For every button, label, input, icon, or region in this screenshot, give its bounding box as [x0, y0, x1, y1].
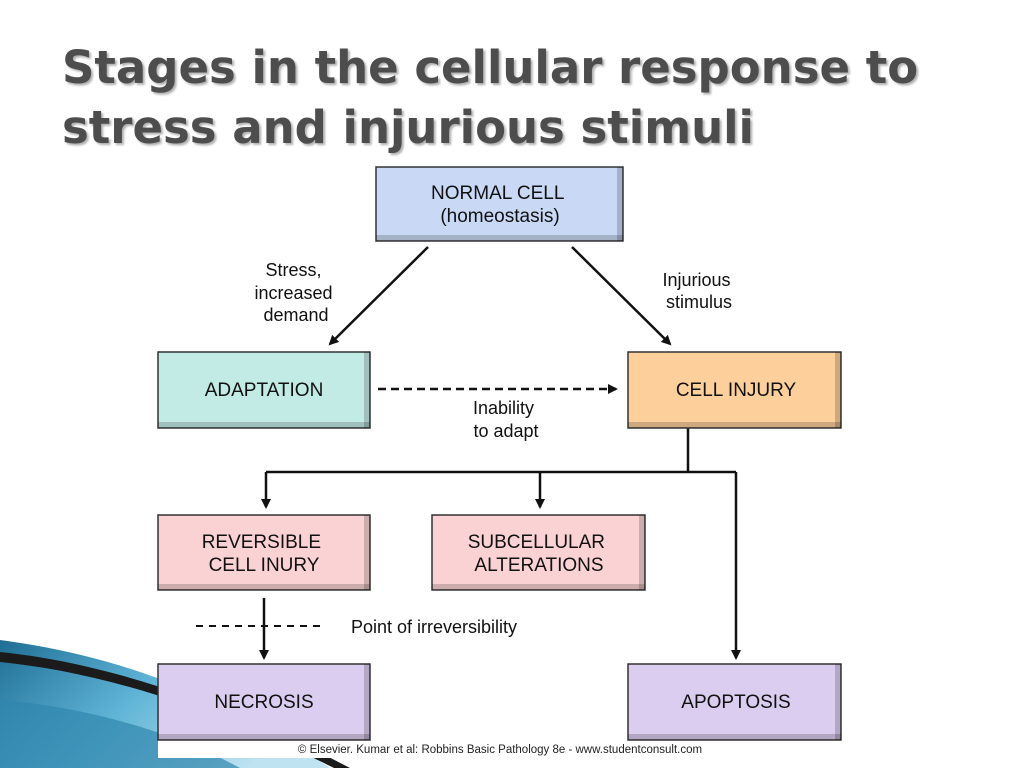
node-necrosis-label: NECROSIS [214, 692, 313, 713]
svg-text:REVERSIBLE CELL INURY: REVERSIBLE CELL INURY [202, 532, 327, 576]
node-reversible-line-1: REVERSIBLE [202, 532, 321, 553]
node-adaptation-box [157, 351, 371, 429]
node-normal-cell-box [375, 166, 624, 242]
figure-background [158, 160, 842, 758]
node-reversible-line-2: CELL INURY [209, 555, 320, 576]
arrow-normal-to-adaptation [328, 246, 429, 346]
node-apoptosis-label: APOPTOSIS [681, 692, 790, 713]
node-apoptosis: APOPTOSIS [627, 663, 842, 741]
node-necrosis: NECROSIS [157, 663, 371, 741]
node-cell-injury: CELL INJURY [627, 351, 842, 429]
node-subcellular-alterations: SUBCELLULAR ALTERATIONS [431, 514, 646, 591]
node-necrosis-box [157, 663, 371, 741]
slide-title: Stages in the cellular response to stres… [62, 38, 962, 158]
node-adaptation-label: ADAPTATION [205, 380, 324, 401]
node-subcellular-box [431, 514, 646, 591]
node-normal-cell: NORMAL CELL (homeostasis) [375, 166, 624, 242]
connector-cell-injury-branch [266, 428, 736, 474]
label-point-of-irreversibility: Point of irreversibility [351, 617, 517, 637]
node-subcellular-line-2: ALTERATIONS [474, 555, 603, 576]
node-reversible-box [157, 514, 371, 591]
node-apoptosis-box [627, 663, 842, 741]
node-adaptation: ADAPTATION [157, 351, 371, 429]
title-line-1: Stages in the cellular response to [62, 41, 919, 94]
node-reversible-cell-injury: REVERSIBLE CELL INURY [157, 514, 371, 591]
copyright-credit: © Elsevier. Kumar et al: Robbins Basic P… [297, 744, 703, 756]
title-line-2: stress and injurious stimuli [62, 101, 754, 154]
arrow-normal-to-cell-injury [571, 246, 672, 346]
svg-text:NORMAL CELL (homeostas: NORMAL CELL (homeostasis) [431, 183, 569, 227]
svg-text:SUBCELLULAR ALTERATION: SUBCELLULAR ALTERATIONS [468, 532, 611, 576]
node-cell-injury-box [627, 351, 842, 429]
node-subcellular-line-1: SUBCELLULAR [468, 532, 605, 553]
label-inability-to-adapt: Inability to adapt [473, 398, 539, 441]
node-normal-cell-subtitle: (homeostasis) [440, 206, 559, 227]
label-injurious-stimulus: Injurious stimulus [662, 270, 735, 312]
label-stress: Stress, increased demand [254, 260, 337, 325]
node-normal-cell-title: NORMAL CELL [431, 183, 564, 204]
node-cell-injury-label: CELL INJURY [676, 380, 797, 401]
